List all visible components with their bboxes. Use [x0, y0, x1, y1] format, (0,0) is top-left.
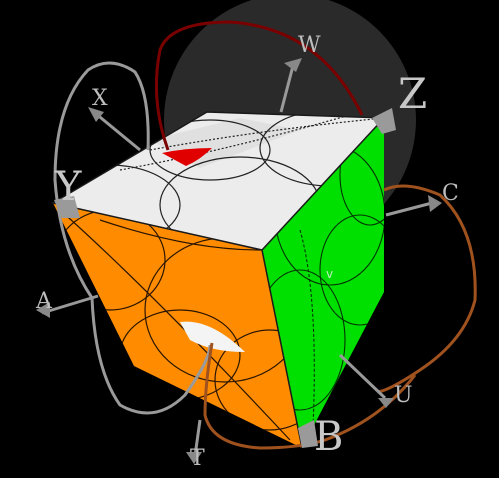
axis-label-t[interactable]: T — [190, 446, 205, 471]
axis-a-line — [41, 294, 99, 315]
axis-u-line — [338, 353, 387, 400]
center-mark: v — [326, 267, 333, 281]
axis-label-z[interactable]: Z — [398, 69, 427, 118]
axis-label-u[interactable]: U — [394, 383, 413, 408]
axis-label-a[interactable]: A — [35, 289, 53, 314]
right-face[interactable]: v — [255, 118, 400, 448]
axis-a-arrow[interactable] — [36, 302, 50, 318]
axis-w-line — [279, 61, 296, 113]
axis-label-c[interactable]: C — [442, 181, 459, 206]
axis-c-arrow[interactable] — [428, 195, 442, 212]
axis-u-arrow[interactable] — [378, 398, 394, 408]
rotation-ring-a[interactable] — [90, 297, 212, 415]
axis-c-line — [385, 201, 433, 217]
top-face[interactable] — [40, 110, 400, 253]
axis-x-arrow[interactable] — [88, 107, 104, 122]
axis-label-y[interactable]: Y — [54, 164, 82, 210]
axis-b-arrow[interactable] — [298, 420, 318, 448]
highlighted-piece[interactable] — [162, 148, 212, 166]
rotation-ring-w[interactable] — [154, 20, 364, 151]
axis-t-arrow[interactable] — [186, 452, 202, 464]
axis-z-arrow[interactable] — [372, 108, 396, 134]
axis-label-x[interactable]: X — [92, 86, 108, 111]
axis-x-line — [94, 111, 141, 152]
rotation-ring-c[interactable] — [377, 184, 477, 394]
axis-y-arrow[interactable] — [54, 196, 80, 218]
rotation-ring-t[interactable] — [203, 342, 417, 450]
rotation-ring-x[interactable] — [53, 61, 150, 299]
axis-t-line — [193, 419, 202, 457]
missing-piece-gap — [180, 321, 245, 352]
axis-label-b[interactable]: B — [314, 414, 343, 460]
axis-w-arrow[interactable] — [284, 58, 302, 72]
axis-label-w[interactable]: W — [298, 33, 321, 58]
